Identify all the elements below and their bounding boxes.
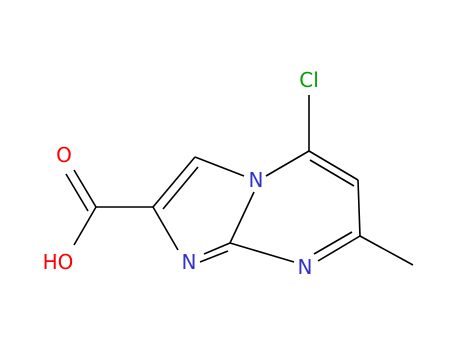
atom-chlorine: Cl (299, 68, 319, 92)
bond-c6-c7 (357, 179, 361, 237)
atom-hydroxyl: HO (43, 250, 74, 274)
atom-nitrogen-bridgehead: N (249, 168, 264, 192)
atom-carbonyl-oxygen: O (56, 143, 72, 167)
bond-c3-n4 (194, 156, 245, 177)
bonds (65, 95, 414, 266)
bond-c5-c6 (308, 150, 359, 181)
bond-c8a-n4 (229, 191, 255, 244)
bond-c5-c6-inner (309, 159, 355, 187)
bond-n1-c8a-inner (199, 250, 229, 263)
bond-n1-c8a (203, 242, 231, 255)
bond-c2-c3-inner (162, 166, 199, 210)
bond-n4-c5 (265, 150, 310, 177)
bond-c7-methyl (359, 235, 414, 266)
atom-nitrogen-pyrimidine: N (298, 255, 313, 279)
bond-c7-n8-inner (313, 231, 353, 255)
bond-carboxyl-o (73, 169, 97, 208)
bond-n8-c8a (229, 242, 295, 263)
bond-carboxyl-oh (73, 206, 97, 246)
bond-c7-n8 (317, 235, 361, 262)
bond-c2-c3 (152, 156, 196, 208)
atom-nitrogen-imidazole: N (182, 250, 197, 274)
atom-labels: Cl N N N O HO (43, 68, 319, 279)
bond-c2-n1 (152, 206, 179, 251)
bond-carboxyl-o-double (65, 173, 89, 212)
